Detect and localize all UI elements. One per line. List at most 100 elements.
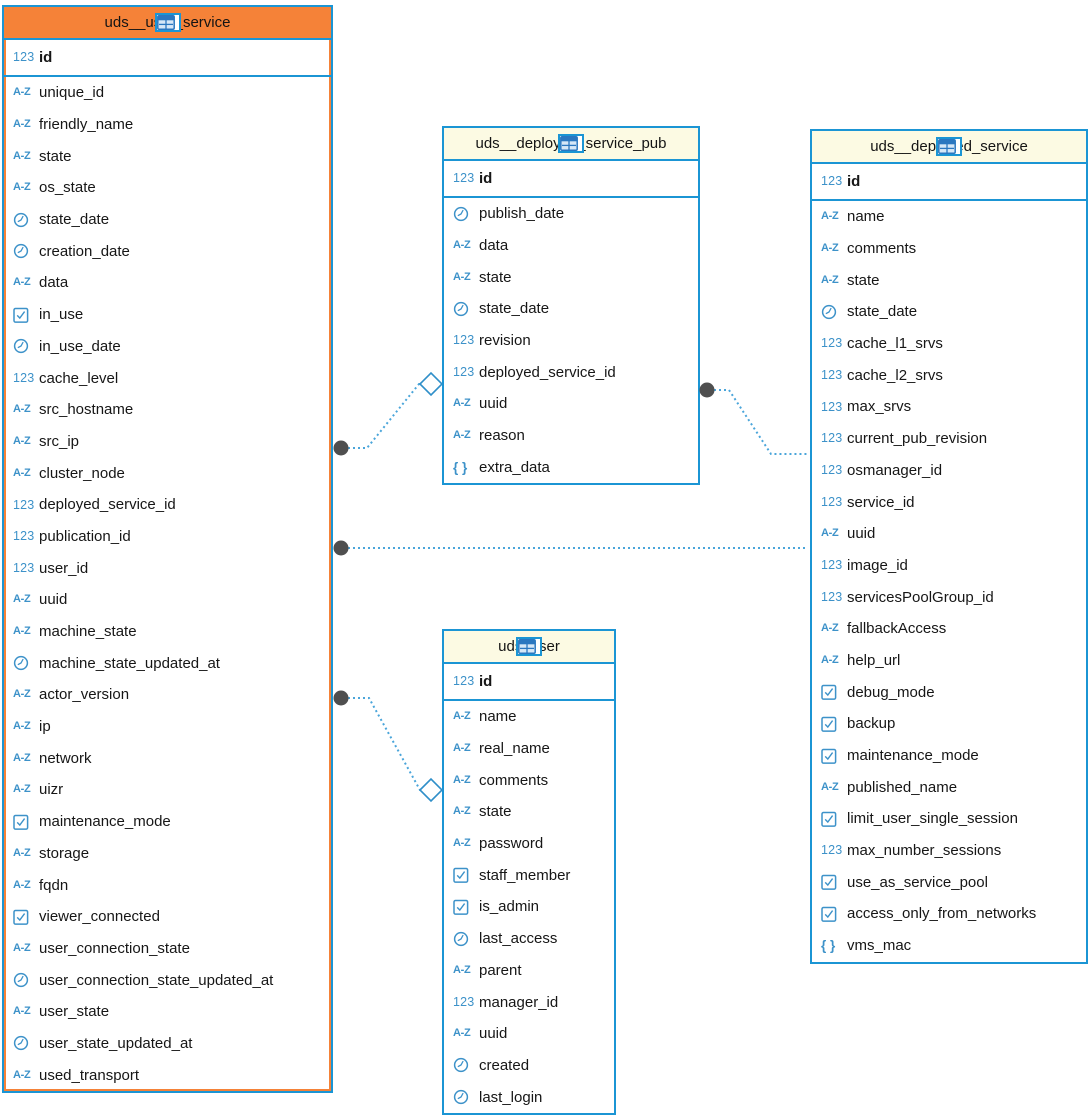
column-row[interactable]: maintenance_mode bbox=[4, 806, 331, 838]
column-row[interactable]: state_date bbox=[444, 293, 698, 325]
column-row[interactable]: state_date bbox=[4, 204, 331, 236]
column-row[interactable]: last_login bbox=[444, 1081, 614, 1113]
relationship-uds__user_service-to-uds_user[interactable] bbox=[348, 697, 421, 791]
column-row[interactable]: limit_user_single_session bbox=[812, 803, 1086, 835]
numeric-type-icon: 123 bbox=[13, 50, 35, 65]
column-name: ip bbox=[39, 718, 51, 736]
column-row[interactable]: is_admin bbox=[444, 891, 614, 923]
relationship-uds__deployed_service_pub-to-uds__deployed_service[interactable] bbox=[714, 389, 808, 455]
entity-table-uds_user[interactable]: uds_user123idA-ZnameA-Zreal_nameA-Zcomme… bbox=[442, 629, 616, 1115]
column-row[interactable]: last_access bbox=[444, 923, 614, 955]
column-row[interactable]: debug_mode bbox=[812, 676, 1086, 708]
column-row[interactable]: state_date bbox=[812, 296, 1086, 328]
table-header[interactable]: uds__user_service bbox=[4, 7, 331, 40]
column-row[interactable]: viewer_connected bbox=[4, 901, 331, 933]
relationship-uds__user_service-to-uds__deployed_service_pub[interactable] bbox=[348, 383, 421, 449]
table-header[interactable]: uds__deployed_service bbox=[812, 131, 1086, 164]
column-row[interactable]: use_as_service_pool bbox=[812, 866, 1086, 898]
column-row[interactable]: backup bbox=[812, 708, 1086, 740]
column-row[interactable]: staff_member bbox=[444, 859, 614, 891]
column-name: uuid bbox=[479, 395, 508, 413]
column-row[interactable]: access_only_from_networks bbox=[812, 898, 1086, 930]
column-row[interactable]: user_connection_state_updated_at bbox=[4, 964, 331, 996]
column-row[interactable]: publish_date bbox=[444, 198, 698, 230]
column-row[interactable]: { }vms_mac bbox=[812, 930, 1086, 962]
column-row[interactable]: in_use_date bbox=[4, 331, 331, 363]
column-row[interactable]: created bbox=[444, 1050, 614, 1082]
column-row[interactable]: in_use bbox=[4, 299, 331, 331]
string-type-icon: A-Z bbox=[453, 742, 471, 755]
column-row[interactable]: maintenance_mode bbox=[812, 740, 1086, 772]
column-row[interactable]: { }extra_data bbox=[444, 452, 698, 484]
column-name: published_name bbox=[847, 778, 958, 796]
column-row[interactable]: creation_date bbox=[4, 235, 331, 267]
table-header[interactable]: uds_user bbox=[444, 631, 614, 664]
datetime-type-icon bbox=[453, 206, 479, 222]
entity-table-uds__user_service[interactable]: uds__user_service123idA-Zunique_idA-Zfri… bbox=[2, 5, 333, 1093]
column-row[interactable]: machine_state_updated_at bbox=[4, 647, 331, 679]
entity-table-uds__deployed_service[interactable]: uds__deployed_service123idA-ZnameA-Zcomm… bbox=[810, 129, 1088, 964]
table-header[interactable]: uds__deployed_service_pub bbox=[444, 128, 698, 161]
entity-table-uds__deployed_service_pub[interactable]: uds__deployed_service_pub123idpublish_da… bbox=[442, 126, 700, 486]
column-row[interactable]: user_state_updated_at bbox=[4, 1028, 331, 1060]
